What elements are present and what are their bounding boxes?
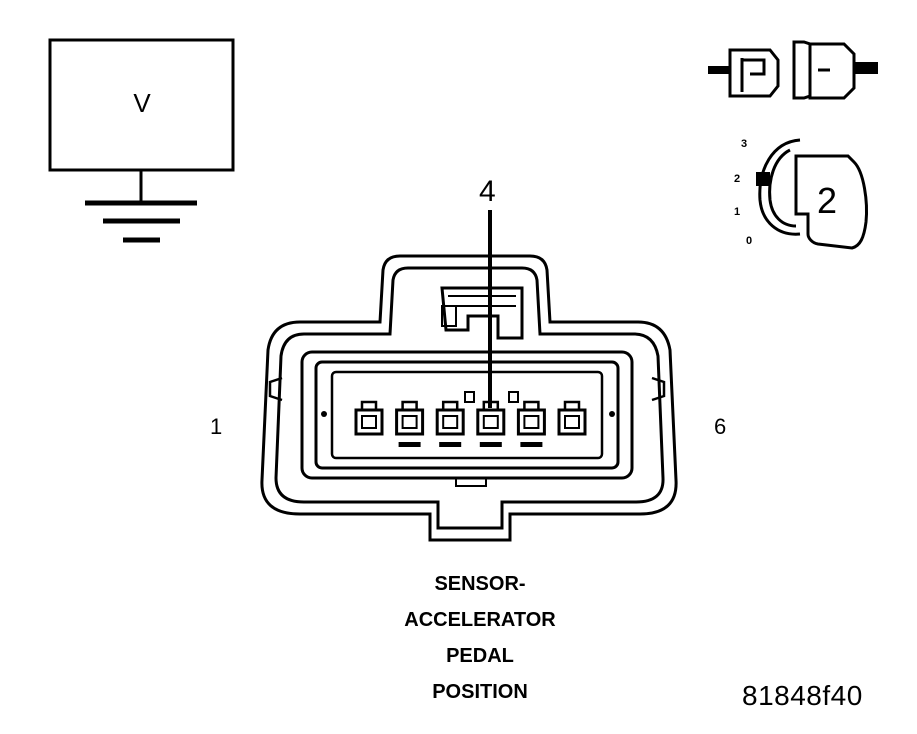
- ignition-key-icon: [756, 138, 868, 250]
- pin-cavity-5: [516, 400, 546, 447]
- ground-icon: [85, 200, 197, 243]
- caption-line-4: POSITION: [432, 681, 528, 703]
- pin-callout-label: 4: [479, 175, 496, 208]
- pin-cavity-6: [557, 400, 587, 436]
- pin-cavity-4: [476, 400, 506, 447]
- key-switch-label: 2: [817, 180, 838, 221]
- connector-disconnect-icon: [708, 40, 878, 100]
- pin-cavity-2: [395, 400, 425, 447]
- caption-line-3: PEDAL: [446, 645, 514, 667]
- key-position-3: 3: [741, 138, 748, 150]
- caption-line-1: SENSOR-: [434, 573, 526, 595]
- figure-id: 81848f40: [742, 680, 863, 711]
- key-position-marker: [756, 172, 770, 186]
- key-position-2: 2: [734, 173, 741, 185]
- pin-end-label: 6: [714, 414, 727, 439]
- pin-cavity-1: [354, 400, 384, 436]
- pin-start-label: 1: [210, 414, 223, 439]
- pin-cavity-3: [435, 400, 465, 447]
- key-position-1: 1: [734, 206, 741, 218]
- voltmeter-label: V: [133, 88, 151, 118]
- connector-caption: SENSOR- ACCELERATOR PEDAL POSITION: [330, 566, 630, 710]
- voltmeter-symbol: [48, 38, 235, 243]
- connector-pins: [354, 400, 587, 447]
- key-position-0: 0: [746, 235, 753, 247]
- accelerator-pedal-connector: [260, 254, 678, 542]
- caption-line-2: ACCELERATOR: [404, 609, 556, 631]
